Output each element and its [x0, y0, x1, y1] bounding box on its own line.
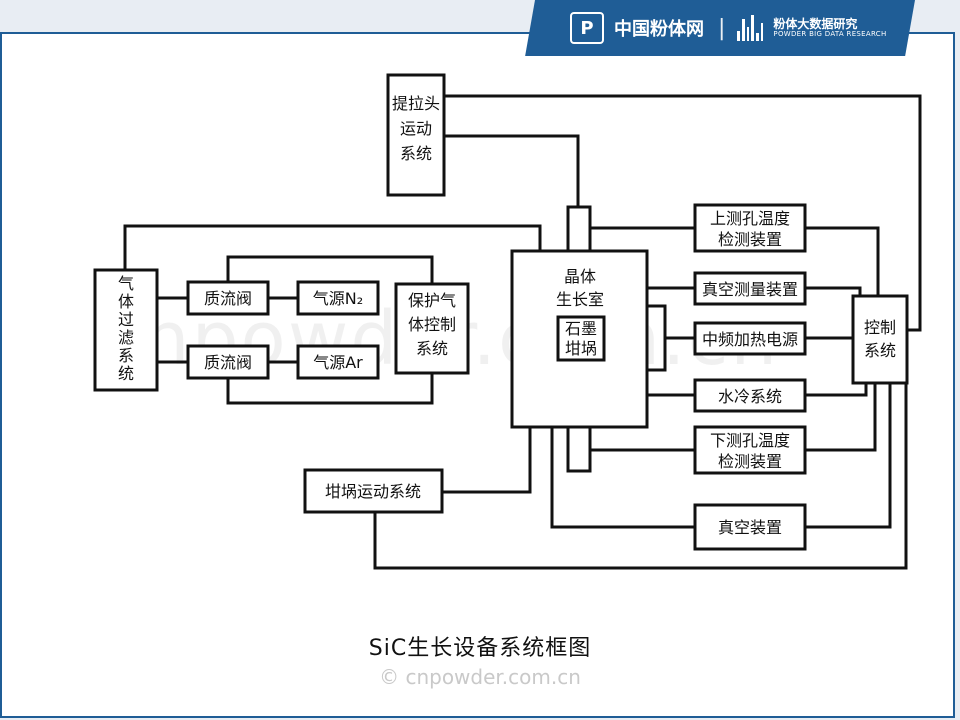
node-water-cool: 水冷系统 [693, 378, 807, 413]
node-control-line-2: 系统 [864, 341, 896, 360]
node-source-n2-label: 气源N₂ [313, 289, 363, 308]
node-source-ar-label: 气源Ar [313, 353, 363, 372]
edge-upper-temp-control [805, 226, 880, 296]
node-lower-temp-line-1: 下测孔温度 [710, 431, 790, 450]
node-upper-temp-line-2: 检测装置 [718, 230, 782, 249]
node-gas-filter-line-2: 体 [118, 292, 134, 311]
chamber-top-stub [566, 205, 592, 253]
edge-crucible-control [373, 383, 908, 570]
node-gas-filter-line-5: 系 [118, 346, 134, 365]
slide-frame [0, 32, 955, 718]
node-gas-filter-line-6: 统 [118, 364, 134, 383]
node-graphite-line-1: 石墨 [565, 319, 597, 338]
edge-filter-to-chamber [123, 224, 542, 270]
node-control-line-1: 控制 [864, 318, 896, 337]
node-vacuum-device: 真空装置 [693, 503, 807, 551]
edge-mfc-n2-protect [226, 255, 434, 284]
node-upper-temp: 上测孔温度 检测装置 [693, 203, 807, 253]
node-gas-filter-line-3: 过 [118, 310, 134, 329]
node-graphite-line-2: 坩埚 [565, 339, 597, 358]
research-logo-icon [737, 15, 764, 41]
node-protect-gas-line-2: 体控制 [408, 315, 456, 334]
edge-mfc-ar-protect [226, 373, 434, 405]
node-source-n2: 气源N₂ [296, 280, 380, 316]
node-gas-filter-line-4: 滤 [118, 328, 134, 347]
node-vacuum-device-label: 真空装置 [718, 518, 782, 537]
header: P 中国粉体网 | 粉体大数据研究 POWDER BIG DATA RESEAR… [570, 10, 900, 46]
edge-lower-temp-control [805, 383, 877, 452]
node-mf-power-label: 中频加热电源 [702, 330, 798, 349]
header-separator: | [718, 15, 726, 41]
brand-name: 中国粉体网 [614, 19, 704, 40]
node-protect-gas: 保护气 体控制 系统 [394, 282, 470, 375]
edge-vacuum-device-chamber [550, 427, 695, 529]
research-label: 粉体大数据研究 POWDER BIG DATA RESEARCH [773, 18, 886, 38]
brand-logo-icon: P [570, 12, 604, 44]
node-protect-gas-line-1: 保护气 [408, 291, 456, 310]
edge-water-control [805, 383, 868, 397]
node-lift-head-line-1: 提拉头 [392, 94, 440, 113]
node-mfc-n2-label: 质流阀 [204, 289, 252, 308]
node-mfc-ar: 质流阀 [186, 344, 270, 380]
node-protect-gas-line-3: 系统 [416, 339, 448, 358]
watermark: © cnpowder.com.cn [379, 665, 581, 689]
node-mf-power: 中频加热电源 [693, 321, 807, 356]
node-lift-head-line-2: 运动 [400, 119, 432, 138]
node-water-cool-label: 水冷系统 [718, 387, 782, 406]
edge-chamber-mf-power [647, 304, 667, 372]
edge-lift-to-control [444, 94, 922, 332]
node-gas-filter: 气 体 过 滤 系 统 [93, 268, 159, 392]
node-crystal-chamber-line-2: 生长室 [556, 290, 604, 309]
node-crucible-motion: 坩埚运动系统 [303, 468, 444, 514]
node-vacuum-measure-label: 真空测量装置 [702, 280, 798, 299]
edge-lift-to-chamber [444, 134, 580, 207]
node-crucible-motion-label: 坩埚运动系统 [325, 482, 421, 501]
research-en: POWDER BIG DATA RESEARCH [773, 29, 887, 38]
node-mfc-ar-label: 质流阀 [204, 353, 252, 372]
chamber-bottom-stub [566, 425, 592, 473]
research-name: 粉体大数据研究 [773, 17, 858, 32]
boxes: 提拉头 运动 系统 气 体 过 滤 系 统 质流阀 质流阀 [93, 73, 909, 551]
node-gas-filter-line-1: 气 [118, 274, 134, 293]
node-graphite-crucible: 石墨 坩埚 [556, 315, 606, 362]
node-source-ar: 气源Ar [296, 344, 380, 380]
node-crystal-chamber-line-1: 晶体 [564, 267, 596, 286]
node-control: 控制 系统 [851, 294, 909, 385]
figure-caption: SiC生长设备系统框图 [368, 636, 592, 661]
node-mfc-n2: 质流阀 [186, 280, 270, 316]
node-lift-head-line-3: 系统 [400, 144, 432, 163]
node-lift-head: 提拉头 运动 系统 [386, 73, 446, 197]
node-vacuum-measure: 真空测量装置 [693, 271, 807, 306]
edge-vacuum-device-control [805, 383, 892, 529]
node-upper-temp-line-1: 上测孔温度 [710, 209, 790, 228]
node-lower-temp-line-2: 检测装置 [718, 452, 782, 471]
node-lower-temp: 下测孔温度 检测装置 [693, 425, 807, 475]
